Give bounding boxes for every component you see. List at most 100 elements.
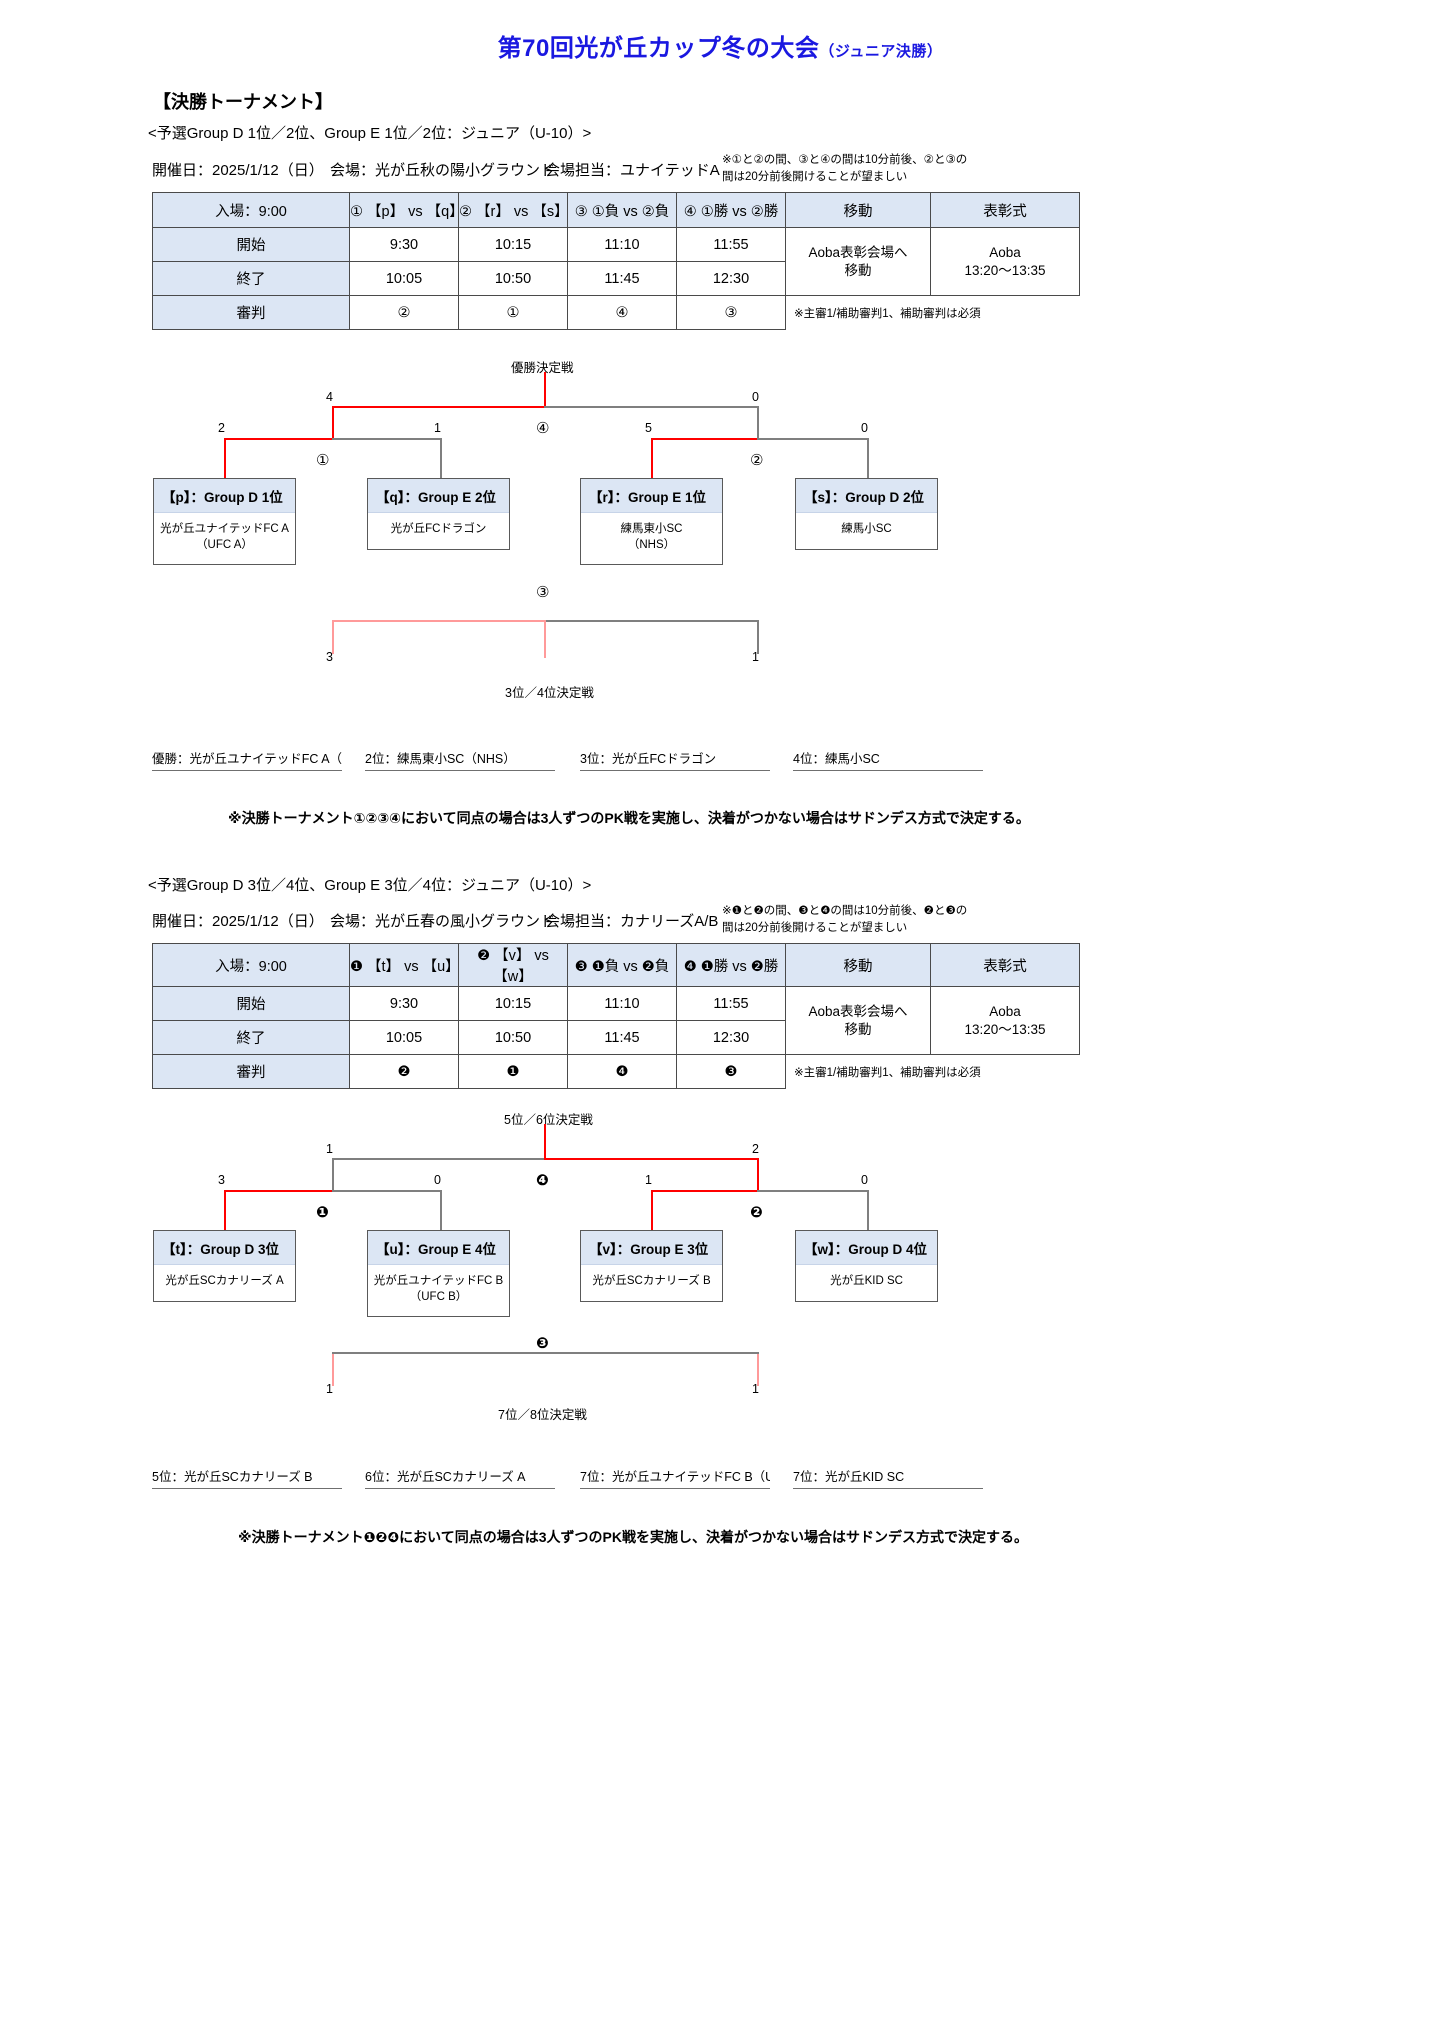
th-move: 移動 (785, 943, 931, 987)
section2-venue-staff: 会場担当：カナリーズA/B (545, 913, 719, 930)
th-match-3: ③ ①負 vs ②負 (567, 192, 677, 228)
section2-gap-note: ※❶と❷の間、❸と❹の間は10分前後、❷と❸の 間は20分前後開けることが望まし… (722, 905, 968, 934)
th-ceremony: 表彰式 (930, 943, 1080, 987)
table-row: 審判 ② ① ④ ③ ※主審1/補助審判1、補助審判は必須 (152, 295, 1081, 330)
s1-third-left-arm (332, 620, 546, 622)
s2-third-right-drop (757, 1352, 759, 1386)
s2-team-t-code: 【t】：Group D 3位 (154, 1231, 295, 1265)
s1-team-q-code: 【q】：Group E 2位 (368, 479, 509, 513)
th-match-2: ❷ 【v】 vs 【w】 (458, 943, 568, 987)
th-match-2: ② 【r】 vs 【s】 (458, 192, 569, 228)
s2-third-right-score: 1 (752, 1382, 759, 1396)
table-row: 開始 9:30 10:15 11:10 11:55 Aoba表彰会場へ 移動 A… (152, 227, 1081, 296)
s1-team-r-name: 練馬東小SC （NHS） (620, 523, 683, 551)
section2-schedule-table: 入場：9:00 ❶ 【t】 vs 【u】 ❷ 【v】 vs 【w】 ❸ ❶負 v… (152, 943, 1080, 1089)
s2-team-u-code: 【u】：Group E 4位 (368, 1231, 509, 1265)
section1-venue-staff: 会場担当：ユナイテッドA (545, 162, 720, 179)
s2-m2-left-score: 1 (645, 1173, 652, 1187)
th-entry: 入場：9:00 (152, 192, 350, 228)
th-match-1: ❶ 【t】 vs 【u】 (349, 943, 460, 987)
s1-rank-2-underline (365, 770, 555, 771)
th-ceremony: 表彰式 (930, 192, 1080, 228)
th-spacer (1080, 944, 1081, 987)
s1-sf1-right-drop (440, 438, 442, 478)
s1-team-s-name: 練馬小SC (841, 523, 892, 535)
s1-third-left-score: 3 (326, 650, 333, 664)
start-3: 11:10 (567, 986, 677, 1021)
s1-team-q-name: 光が丘FCドラゴン (390, 523, 487, 535)
end-4: 12:30 (676, 261, 786, 296)
row-label-start: 開始 (152, 227, 350, 262)
row-label-start: 開始 (152, 986, 350, 1021)
s1-sf2-left-drop (651, 438, 653, 478)
spacer-cell (1080, 987, 1081, 1021)
s2-final-right-score: 2 (752, 1142, 759, 1156)
s1-rank-1: 優勝：光が丘ユナイテッドFC A（UFC (152, 752, 342, 766)
s2-team-v-name: 光が丘SCカナリーズ B (592, 1275, 711, 1287)
referee-note: ※主審1/補助審判1、補助審判は必須 (794, 1066, 981, 1079)
ref-2: ❶ (458, 1054, 568, 1089)
start-1: 9:30 (349, 986, 459, 1021)
section2-group-line: <予選Group D 3位／4位、Group E 3位／4位：ジュニア（U-10… (148, 877, 592, 894)
ref-3: ④ (567, 295, 677, 330)
s1-final-right-score: 0 (752, 390, 759, 404)
s1-rank-4-underline (793, 770, 983, 771)
s1-team-box-r: 【r】：Group E 1位 練馬東小SC （NHS） (580, 478, 723, 566)
ref-1: ② (349, 295, 459, 330)
s2-rank-7: 7位：光が丘ユナイテッドFC B（UFC (580, 1470, 770, 1484)
s1-match-1-label: ① (316, 452, 330, 469)
s1-final-right-arm (544, 406, 759, 408)
end-2: 10:50 (458, 261, 568, 296)
table-row: 終了 10:05 10:50 11:45 12:30 (152, 1020, 1081, 1055)
s2-pk-note: ※決勝トーナメント❶❷❹において同点の場合は3人ずつのPK戦を実施し、決着がつか… (238, 1529, 1028, 1545)
ref-2: ① (458, 295, 568, 330)
spacer-cell (1080, 1021, 1081, 1055)
s2-third-arm (332, 1352, 759, 1354)
s2-team-w-code: 【w】：Group D 4位 (796, 1231, 937, 1265)
s1-third-right-score: 1 (752, 650, 759, 664)
s1-team-box-s: 【s】：Group D 2位 練馬小SC (795, 478, 938, 550)
s1-third-right-arm (544, 620, 759, 622)
s1-pk-note: ※決勝トーナメント①②③④において同点の場合は3人ずつのPK戦を実施し、決着がつ… (228, 810, 1030, 826)
s1-final-left-score: 4 (326, 390, 333, 404)
s1-match-2-label: ② (750, 452, 764, 469)
s2-match-4-label: ❹ (536, 1172, 549, 1189)
th-match-4: ❹ ❶勝 vs ❷勝 (676, 943, 786, 987)
move-cell: Aoba表彰会場へ 移動 (785, 227, 931, 296)
move-cell: Aoba表彰会場へ 移動 (785, 986, 931, 1055)
s2-rank-5: 5位：光が丘SCカナリーズ B (152, 1470, 313, 1484)
spacer-cell (1080, 228, 1081, 262)
row-label-end: 終了 (152, 1020, 350, 1055)
end-3: 11:45 (567, 261, 677, 296)
s1-team-r-code: 【r】：Group E 1位 (581, 479, 722, 513)
section1-schedule-table: 入場：9:00 ① 【p】 vs 【q】 ② 【r】 vs 【s】 ③ ①負 v… (152, 192, 1080, 330)
end-4: 12:30 (676, 1020, 786, 1055)
s2-m1-left-score: 3 (218, 1173, 225, 1187)
spacer-cell (1080, 262, 1081, 296)
s1-team-box-q: 【q】：Group E 2位 光が丘FCドラゴン (367, 478, 510, 550)
s2-sf2-left-arm (651, 1190, 761, 1192)
s1-sf1-left-arm (224, 438, 334, 440)
s2-m2-right-score: 0 (861, 1173, 868, 1187)
end-1: 10:05 (349, 1020, 459, 1055)
s1-rank-3: 3位：光が丘FCドラゴン (580, 752, 717, 766)
s1-final-caption: 優勝決定戦 (511, 361, 574, 375)
s2-team-box-v: 【v】：Group E 3位 光が丘SCカナリーズ B (580, 1230, 723, 1302)
table-row: 終了 10:05 10:50 11:45 12:30 (152, 261, 1081, 296)
s2-final-stem (544, 1124, 546, 1160)
table-row: 審判 ❷ ❶ ❹ ❸ ※主審1/補助審判1、補助審判は必須 (152, 1054, 1081, 1089)
s1-rank-2: 2位：練馬東小SC（NHS） (365, 752, 516, 766)
start-4: 11:55 (676, 227, 786, 262)
s2-rank-8-underline (793, 1488, 983, 1489)
s2-sf2-left-drop (651, 1190, 653, 1230)
s1-team-box-p: 【p】：Group D 1位 光が丘ユナイテッドFC A （UFC A） (153, 478, 296, 566)
s1-third-caption: 3位／4位決定戦 (505, 686, 594, 700)
s2-rank-7-underline (580, 1488, 770, 1489)
s1-team-s-code: 【s】：Group D 2位 (796, 479, 937, 513)
page-title: 第70回光が丘カップ冬の大会（ジュニア決勝） (0, 28, 1440, 63)
section1-gap-note: ※①と②の間、③と④の間は10分前後、②と③の 間は20分前後開けることが望まし… (722, 154, 968, 183)
s1-third-right-drop (757, 620, 759, 654)
end-2: 10:50 (458, 1020, 568, 1055)
ref-1: ❷ (349, 1054, 459, 1089)
